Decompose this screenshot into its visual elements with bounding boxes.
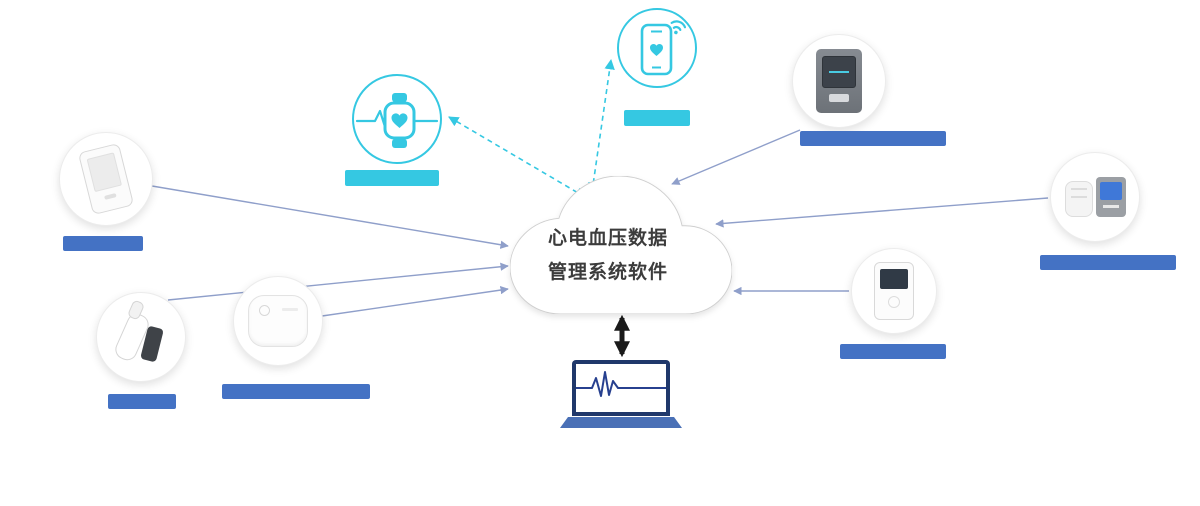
- bp-cuff-device-node: [1050, 152, 1140, 242]
- thermometer-node: [96, 292, 186, 382]
- smartwatch-node: [352, 74, 442, 164]
- patch-device-label-bar: [222, 384, 370, 399]
- bp-monitor-image: [816, 49, 862, 113]
- laptop-base: [560, 417, 682, 428]
- connector-patch-cloud: [321, 285, 509, 317]
- ecg-waveform-icon: [576, 371, 666, 397]
- bp-monitor-label-bar: [800, 131, 946, 146]
- holter-label-bar: [840, 344, 946, 359]
- cloud-title: 心电血压数据 管理系统软件: [548, 221, 723, 289]
- laptop-screen: [572, 360, 670, 416]
- bp-monitor-node: [792, 34, 886, 128]
- patch-device-node: [233, 276, 323, 366]
- laptop-display: [576, 364, 666, 412]
- smartwatch-heart-icon: [355, 93, 439, 148]
- connector-thermometer-cloud: [167, 262, 509, 301]
- cloud-shape: [510, 176, 732, 314]
- connector-phone-cloud: [588, 58, 615, 194]
- holter-recorder-image: [874, 262, 914, 320]
- ear-thermometer-image: [97, 293, 185, 381]
- smartwatch-label-bar: [345, 170, 439, 186]
- ecg-recorder-image: [77, 142, 135, 216]
- holter-node: [851, 248, 937, 334]
- cloud-title-line1: 心电血压数据: [548, 227, 669, 249]
- ecg-recorder-label-bar: [63, 236, 143, 251]
- cloud-title-line2: 管理系统软件: [548, 261, 669, 283]
- smartphone-wifi-icon: [640, 20, 687, 76]
- bp-cuff-device-image: [1064, 177, 1126, 217]
- laptop-ecg: [560, 360, 682, 428]
- connector-bp-cuff-cloud: [715, 197, 1049, 228]
- patch-device-image: [248, 295, 308, 347]
- smartphone-node: [617, 8, 697, 88]
- thermometer-label-bar: [108, 394, 176, 409]
- wifi-signal-icon: [670, 20, 687, 35]
- connector-recorder-cloud: [151, 185, 509, 249]
- bp-cuff-device-label-bar: [1040, 255, 1176, 270]
- smartphone-label-bar: [624, 110, 690, 126]
- ecg-recorder-node: [59, 132, 153, 226]
